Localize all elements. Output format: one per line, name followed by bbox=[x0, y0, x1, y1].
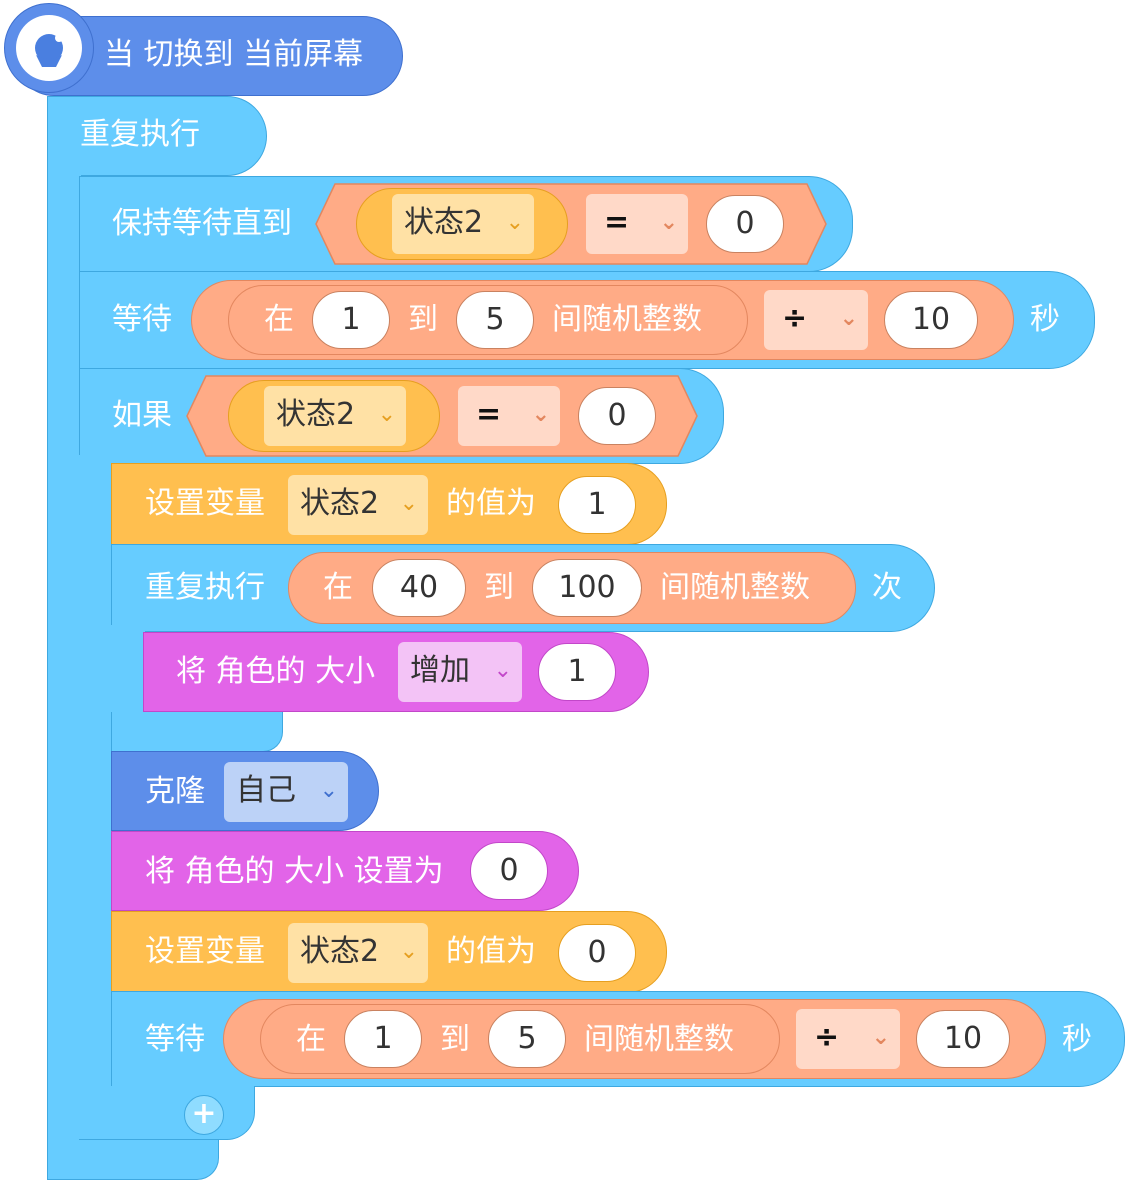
repeat-arm bbox=[111, 625, 145, 725]
random-from-label: 在 bbox=[296, 1022, 326, 1057]
value-input[interactable]: 0 bbox=[578, 387, 656, 445]
forever-block[interactable] bbox=[47, 96, 267, 176]
variable-dropdown[interactable]: 状态2⌄ bbox=[288, 923, 428, 983]
random-label: 间随机整数 bbox=[660, 570, 810, 605]
clone-label: 克隆 bbox=[145, 774, 205, 809]
divisor-input[interactable]: 10 bbox=[884, 291, 978, 349]
random-to-input[interactable]: 5 bbox=[456, 291, 534, 349]
if-label: 如果 bbox=[112, 398, 172, 433]
repeat-foot bbox=[111, 712, 283, 752]
hat-label: 当 切换到 当前屏幕 bbox=[104, 37, 364, 72]
random-label: 间随机整数 bbox=[552, 302, 702, 337]
random-to-label: 到 bbox=[440, 1022, 470, 1057]
chevron-down-icon: ⌄ bbox=[399, 939, 418, 964]
value-input[interactable]: 0 bbox=[706, 195, 784, 253]
chevron-down-icon: ⌄ bbox=[399, 491, 418, 516]
operator-dropdown[interactable]: ÷⌄ bbox=[796, 1009, 900, 1069]
chevron-down-icon: ⌄ bbox=[531, 402, 550, 427]
plus-icon[interactable]: + bbox=[184, 1095, 224, 1135]
clone-target-dropdown[interactable]: 自己⌄ bbox=[224, 762, 348, 822]
wait-label: 等待 bbox=[112, 302, 172, 337]
variable-dropdown[interactable]: 状态2⌄ bbox=[288, 475, 428, 535]
forever-label: 重复执行 bbox=[80, 117, 200, 152]
set-variable-value-input[interactable]: 0 bbox=[558, 924, 636, 982]
random-to-label: 到 bbox=[484, 570, 514, 605]
change-size-label: 将 角色的 大小 bbox=[176, 654, 376, 689]
if-foot bbox=[79, 1086, 255, 1140]
set-variable-label: 设置变量 bbox=[145, 934, 265, 969]
set-variable-label: 设置变量 bbox=[145, 486, 265, 521]
random-to-label: 到 bbox=[408, 302, 438, 337]
random-from-label: 在 bbox=[264, 302, 294, 337]
variable-dropdown[interactable]: 状态2⌄ bbox=[392, 194, 534, 254]
chevron-down-icon: ⌄ bbox=[839, 306, 858, 331]
repeat-label: 重复执行 bbox=[145, 570, 265, 605]
chevron-down-icon: ⌄ bbox=[377, 402, 396, 427]
size-mode-dropdown[interactable]: 增加⌄ bbox=[398, 642, 522, 702]
repeat-suffix: 次 bbox=[872, 570, 902, 605]
random-from-input[interactable]: 1 bbox=[344, 1010, 422, 1068]
set-variable-suffix: 的值为 bbox=[446, 934, 536, 969]
divisor-input[interactable]: 10 bbox=[916, 1010, 1010, 1068]
random-from-input[interactable]: 1 bbox=[312, 291, 390, 349]
operator-dropdown[interactable]: ÷⌄ bbox=[764, 290, 868, 350]
set-size-value-input[interactable]: 0 bbox=[470, 842, 548, 900]
operator-dropdown[interactable]: =⌄ bbox=[458, 386, 560, 446]
forever-foot bbox=[47, 1138, 219, 1180]
set-size-label: 将 角色的 大小 设置为 bbox=[145, 854, 444, 889]
set-variable-suffix: 的值为 bbox=[446, 486, 536, 521]
chevron-down-icon: ⌄ bbox=[493, 658, 512, 683]
forever-arm bbox=[47, 170, 81, 1145]
operator-dropdown[interactable]: =⌄ bbox=[586, 194, 688, 254]
chevron-down-icon: ⌄ bbox=[505, 210, 524, 235]
if-arm bbox=[79, 455, 113, 1095]
satellite-dish-icon bbox=[16, 15, 82, 81]
random-from-label: 在 bbox=[323, 570, 353, 605]
chevron-down-icon: ⌄ bbox=[659, 210, 678, 235]
wait-until-label: 保持等待直到 bbox=[112, 206, 292, 241]
wait-unit-label: 秒 bbox=[1062, 1022, 1092, 1057]
chevron-down-icon: ⌄ bbox=[319, 778, 338, 803]
wait-unit-label: 秒 bbox=[1030, 302, 1060, 337]
random-label: 间随机整数 bbox=[584, 1022, 734, 1057]
wait-label: 等待 bbox=[145, 1022, 205, 1057]
change-size-value-input[interactable]: 1 bbox=[538, 643, 616, 701]
random-to-input[interactable]: 5 bbox=[488, 1010, 566, 1068]
random-from-input[interactable]: 40 bbox=[372, 559, 466, 617]
set-variable-value-input[interactable]: 1 bbox=[558, 476, 636, 534]
variable-dropdown[interactable]: 状态2⌄ bbox=[264, 386, 406, 446]
random-to-input[interactable]: 100 bbox=[532, 559, 642, 617]
chevron-down-icon: ⌄ bbox=[871, 1025, 890, 1050]
